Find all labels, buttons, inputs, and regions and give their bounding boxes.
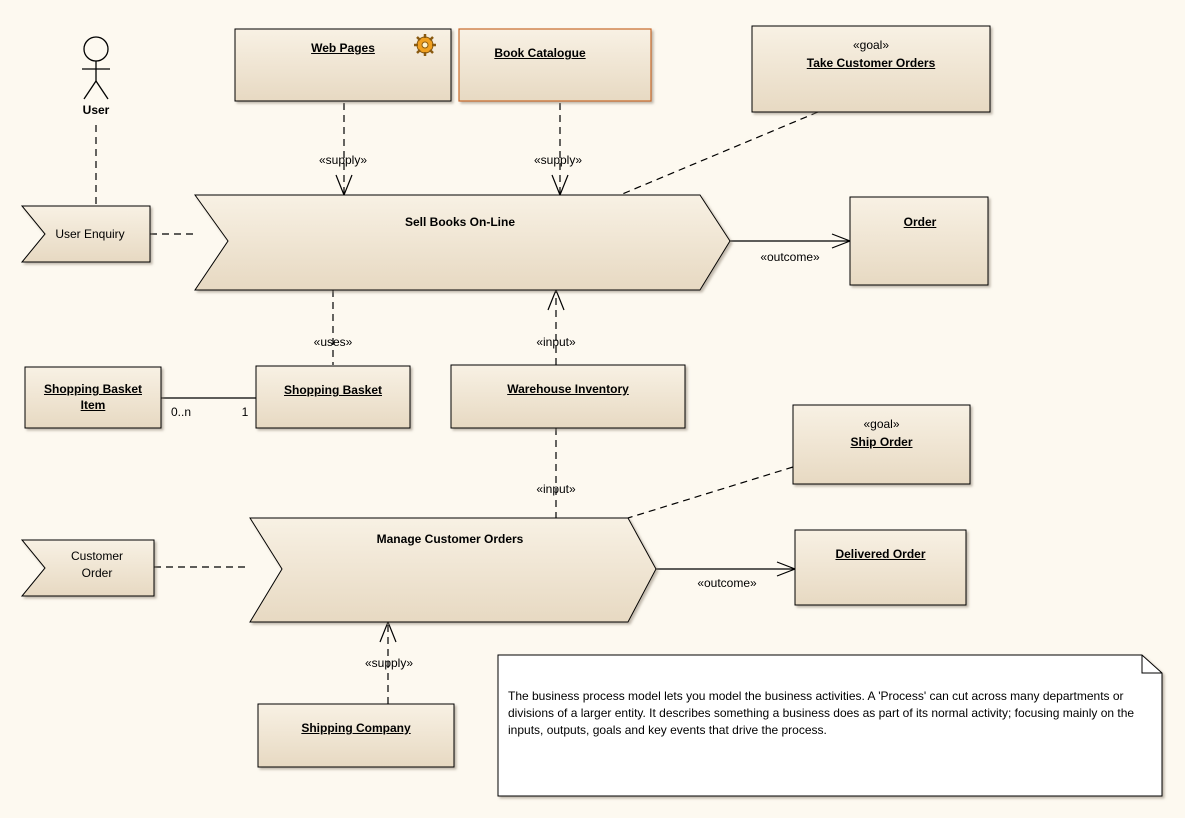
supply-shipping-label: «supply»	[364, 656, 414, 670]
multiplicity-many-label: 0..n	[170, 405, 191, 419]
user-enquiry-event[interactable]	[20, 205, 151, 263]
outcome-order-label: «outcome»	[760, 250, 820, 264]
uses-basket-label: «uses»	[313, 335, 353, 349]
manage-orders-process[interactable]	[249, 517, 657, 623]
outcome-delivered-label: «outcome»	[697, 576, 757, 590]
goal-take-orders-link	[619, 111, 819, 196]
shipping-company-box[interactable]	[257, 703, 455, 768]
goal-ship-order-stereotype: «goal»	[863, 417, 900, 431]
order-box[interactable]	[849, 196, 989, 286]
book-catalogue-label: Book Catalogue	[494, 46, 586, 60]
goal-take-orders-stereotype: «goal»	[852, 38, 890, 52]
gear-icon	[414, 34, 436, 56]
sell-books-process[interactable]	[194, 194, 731, 291]
shipping-company-label: Shipping Company	[301, 721, 411, 735]
goal-take-orders-label: Take Customer Orders	[806, 56, 936, 70]
order-label: Order	[903, 215, 937, 229]
input-warehouse-top-label: «input»	[536, 335, 576, 349]
delivered-order-label: Delivered Order	[835, 547, 926, 561]
customer-order-label-line2: Order	[81, 566, 113, 580]
shopping-basket-box[interactable]	[255, 365, 411, 429]
note-shape[interactable]	[497, 654, 1163, 797]
shopping-basket-label: Shopping Basket	[283, 383, 382, 397]
basket-item-label-line1: Shopping Basket	[43, 382, 142, 396]
goal-ship-order-label: Ship Order	[850, 435, 913, 449]
user-actor-figure[interactable]	[82, 36, 110, 100]
delivered-order-box[interactable]	[794, 529, 967, 606]
goal-take-orders-box[interactable]	[751, 25, 991, 113]
web-pages-label: Web Pages	[311, 41, 375, 55]
user-enquiry-label: User Enquiry	[55, 227, 125, 241]
web-pages-box[interactable]	[234, 28, 452, 102]
input-warehouse-bottom-label: «input»	[536, 482, 576, 496]
note-body: The business process model lets you mode…	[508, 688, 1148, 739]
multiplicity-one-label: 1	[241, 405, 249, 419]
warehouse-inventory-box[interactable]	[450, 364, 686, 429]
supply-catalogue-label: «supply»	[533, 153, 583, 167]
manage-orders-label: Manage Customer Orders	[376, 532, 524, 546]
goal-ship-order-link	[627, 466, 794, 519]
goal-ship-order-box[interactable]	[792, 404, 971, 485]
book-catalogue-box[interactable]	[458, 28, 652, 102]
note-text: The business process model lets you mode…	[508, 689, 1135, 737]
customer-order-event[interactable]	[20, 539, 155, 597]
basket-item-label-line2: Item	[80, 398, 106, 412]
actor-label: User	[82, 103, 110, 117]
supply-web-label: «supply»	[318, 153, 368, 167]
basket-item-box[interactable]	[24, 366, 162, 429]
warehouse-inventory-label: Warehouse Inventory	[507, 382, 629, 396]
customer-order-label-line1: Customer	[70, 549, 123, 563]
sell-books-label: Sell Books On-Line	[404, 215, 515, 229]
